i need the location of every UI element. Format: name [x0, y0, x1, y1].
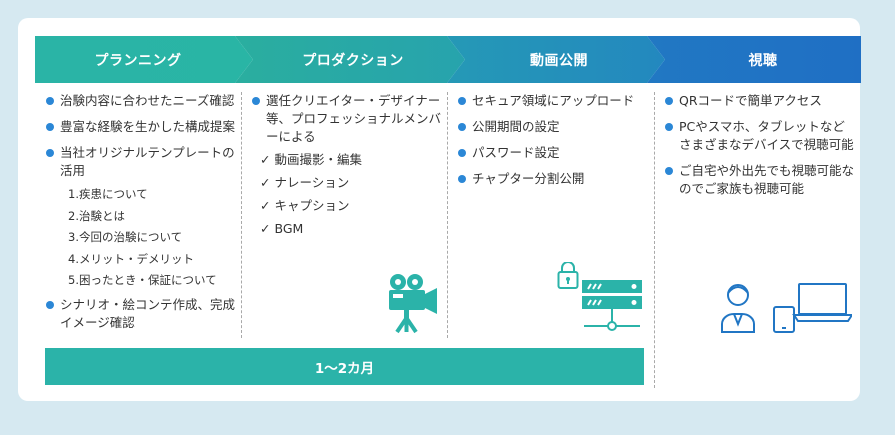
planning-item: 当社オリジナルテンプレートの活用 1.疾患について 2.治験とは 3.今回の治験… [46, 144, 238, 292]
planning-item: 豊富な経験を生かした構成提案 [46, 118, 238, 136]
stage-arrow-1 [35, 36, 253, 83]
stage-production-label: プロダクション [302, 52, 404, 69]
planning-item-text: 当社オリジナルテンプレートの活用 [60, 145, 235, 178]
template-list: 1.疾患について 2.治験とは 3.今回の治験について 4.メリット・デメリット… [60, 184, 238, 292]
stage-planning: プランニング [35, 36, 253, 83]
viewing-item: PCやスマホ、タブレットなどさまざまなデバイスで視聴可能 [665, 118, 855, 154]
release-item: 公開期間の設定 [458, 118, 653, 136]
stage-release: 動画公開 [465, 36, 665, 83]
template-item: 4.メリット・デメリット [68, 251, 194, 266]
check-item: 動画撮影・編集 [252, 148, 442, 171]
template-item: 3.今回の治験について [68, 230, 183, 244]
column-divider-2 [447, 92, 448, 338]
stage-arrows [35, 36, 861, 83]
template-item: 1.疾患について [68, 187, 148, 201]
planning-item: シナリオ・絵コンテ作成、完成イメージ確認 [46, 296, 238, 332]
devices-icon [721, 283, 852, 333]
column-divider-1 [241, 92, 242, 338]
column-divider-3 [654, 92, 655, 388]
secure-server-icon [557, 262, 642, 331]
release-item: チャプター分割公開 [458, 170, 653, 188]
duration-label: 1〜2カ月 [314, 360, 375, 377]
stage-viewing: 視聴 [665, 36, 861, 83]
template-item: 2.治験とは [68, 208, 125, 223]
check-item: BGM [252, 217, 442, 240]
stage-arrow-3 [447, 36, 665, 83]
stage-viewing-label: 視聴 [748, 52, 778, 69]
video-camera-icon [389, 274, 437, 334]
release-item: パスワード設定 [458, 144, 653, 162]
release-item: セキュア領域にアップロード [458, 92, 653, 110]
viewing-item: ご自宅や外出先でも視聴可能なのでご家族も視聴可能 [665, 162, 855, 198]
viewing-item: QRコードで簡単アクセス [665, 92, 855, 110]
check-item: キャプション [252, 194, 442, 217]
stage-release-label: 動画公開 [530, 52, 588, 69]
production-column: 選任クリエイター・デザイナー等、プロフェッショナルメンバーによる 動画撮影・編集… [252, 92, 442, 240]
stage-arrow-2 [235, 36, 465, 83]
duration-bar: 1〜2カ月 [45, 348, 644, 385]
planning-column: 治験内容に合わせたニーズ確認 豊富な経験を生かした構成提案 当社オリジナルテンプ… [46, 92, 238, 340]
check-item: ナレーション [252, 171, 442, 194]
release-column: セキュア領域にアップロード 公開期間の設定 パスワード設定 チャプター分割公開 [458, 92, 653, 196]
planning-item: 治験内容に合わせたニーズ確認 [46, 92, 238, 110]
production-check-list: 動画撮影・編集 ナレーション キャプション BGM [252, 148, 442, 240]
production-item: 選任クリエイター・デザイナー等、プロフェッショナルメンバーによる [252, 92, 442, 146]
stage-arrow-4 [647, 36, 861, 83]
stage-production: プロダクション [253, 36, 465, 83]
viewing-column: QRコードで簡単アクセス PCやスマホ、タブレットなどさまざまなデバイスで視聴可… [665, 92, 855, 206]
template-item: 5.困ったとき・保証について [68, 273, 217, 287]
stage-planning-label: プランニング [94, 52, 182, 69]
